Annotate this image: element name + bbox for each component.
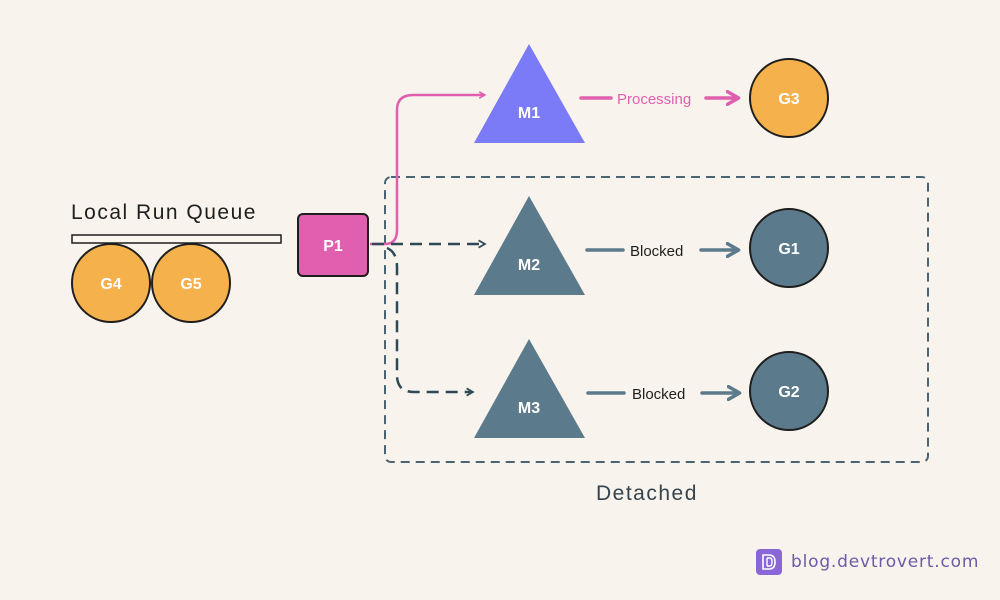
brand-text: blog.devtrovert.com xyxy=(791,552,980,572)
p1-to-m3-connector xyxy=(386,246,472,392)
goroutine-g3: G3 xyxy=(749,58,829,138)
detached-box xyxy=(384,176,929,463)
goroutine-g2: G2 xyxy=(749,351,829,431)
blocked-label: Blocked xyxy=(630,243,683,260)
goroutine-label: G1 xyxy=(778,241,799,258)
queue-goroutine-g4: G4 xyxy=(71,243,151,323)
p1-to-m1-connector xyxy=(370,95,484,246)
machine-m2: M2 xyxy=(474,196,585,295)
processor-label: P1 xyxy=(323,238,343,255)
processor-p1: P1 xyxy=(297,213,369,277)
devtrovert-logo-icon xyxy=(756,549,782,575)
machine-label: M1 xyxy=(518,105,540,122)
goroutine-label: G3 xyxy=(778,91,799,108)
machine-m1: M1 xyxy=(474,44,585,143)
queue-goroutine-g5: G5 xyxy=(151,243,231,323)
machine-m3: M3 xyxy=(474,339,585,438)
run-queue-title: Local Run Queue xyxy=(71,201,257,224)
goroutine-label: G5 xyxy=(180,276,201,293)
run-queue-bar xyxy=(71,234,282,244)
processing-label: Processing xyxy=(617,91,691,108)
detached-label: Detached xyxy=(596,482,698,505)
machine-label: M3 xyxy=(518,400,540,417)
goroutine-label: G4 xyxy=(100,276,121,293)
machine-label: M2 xyxy=(518,257,540,274)
brand-watermark: blog.devtrovert.com xyxy=(756,549,979,575)
goroutine-g1: G1 xyxy=(749,208,829,288)
goroutine-label: G2 xyxy=(778,384,799,401)
blocked-label: Blocked xyxy=(632,386,685,403)
